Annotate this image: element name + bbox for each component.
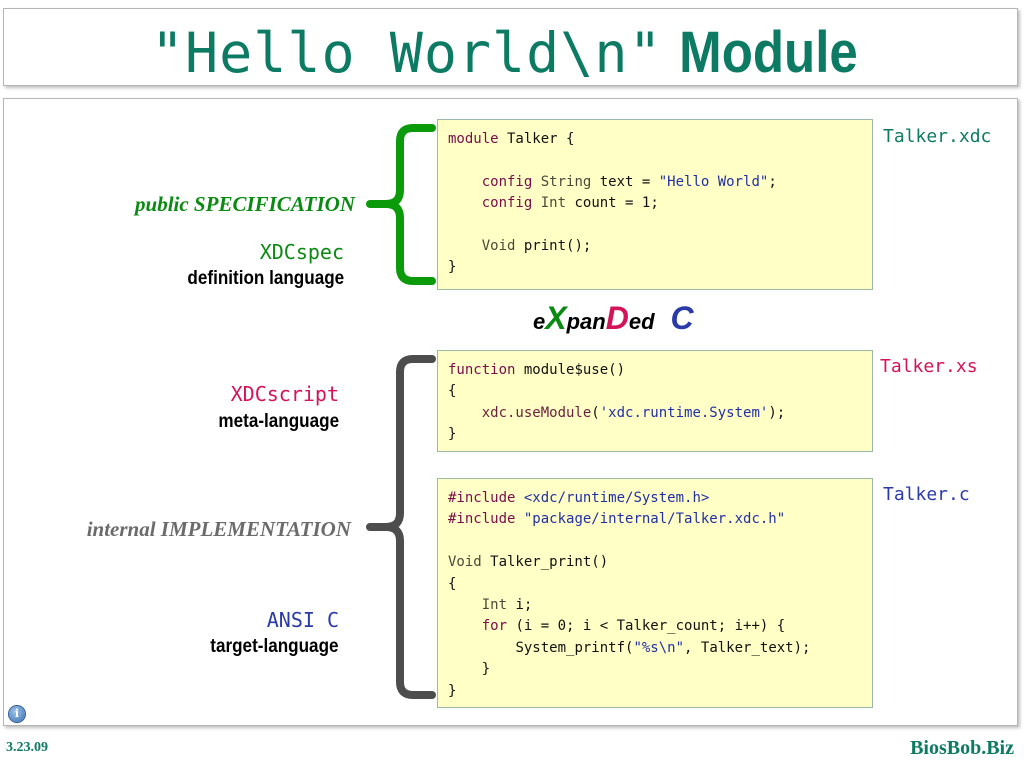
code-token: String xyxy=(540,173,592,190)
code-token: } xyxy=(448,682,457,699)
code-token: print(); xyxy=(515,238,592,255)
talker-xs-code: function module$use() { xdc.useModule('x… xyxy=(437,350,873,452)
code-token: Talker_print() xyxy=(481,554,609,571)
code-token: { xyxy=(448,575,457,592)
green-curly-bracket xyxy=(366,124,436,285)
code-token: i; xyxy=(507,597,533,614)
talker-c-code: #include <xdc/runtime/System.h> #include… xyxy=(437,478,873,708)
expanded-part: D xyxy=(605,300,629,336)
expanded-part: pan xyxy=(566,309,606,334)
code-token: for xyxy=(481,618,508,635)
file-label-xdc: Talker.xdc xyxy=(883,126,992,147)
title-panel: "Hello World\n" Module xyxy=(3,8,1018,86)
code-token: Talker { xyxy=(498,131,575,147)
code-token: Void xyxy=(481,238,516,255)
expanded-part: ed xyxy=(628,309,655,334)
code-token: module xyxy=(448,131,499,147)
code-token: "Hello World" xyxy=(658,173,769,190)
ansi-c-label: ANSI C xyxy=(266,608,339,632)
talker-xdc-code: module Talker { config String text = "He… xyxy=(437,119,873,290)
public-spec-label: public SPECIFICATION xyxy=(135,192,355,216)
footer-site: BiosBob.Biz xyxy=(910,737,1014,759)
xdcscript-label: XDCscript xyxy=(230,382,339,406)
code-token: text = xyxy=(591,173,659,190)
expanded-part: X xyxy=(545,300,567,336)
expanded-part: C xyxy=(670,300,694,336)
ansi-c-desc: target-language xyxy=(210,636,339,657)
slide-title: "Hello World\n" Module xyxy=(4,19,1017,86)
code-token: module$use() xyxy=(515,362,626,378)
file-label-xs: Talker.xs xyxy=(880,356,978,377)
code-token: config xyxy=(481,195,533,212)
code-token: "%s\n" xyxy=(633,639,685,656)
code-token: } xyxy=(448,259,457,276)
code-token: xdc.useModule xyxy=(481,404,592,421)
code-token: count = 1; xyxy=(566,195,659,212)
code-token: System_printf( xyxy=(515,639,634,656)
code-token: config xyxy=(481,173,533,190)
code-token: { xyxy=(448,383,457,400)
code-token: #include xyxy=(448,490,516,506)
file-label-c: Talker.c xyxy=(883,484,970,505)
xdcspec-label: XDCspec xyxy=(259,240,344,264)
code-token: "package/internal/Talker.xdc.h" xyxy=(523,511,786,528)
expanded-c-label: eXpanDed C xyxy=(533,300,694,337)
title-code-text: "Hello World\n" xyxy=(150,21,663,85)
title-module-word: Module xyxy=(679,20,858,85)
footer-date: 3.23.09 xyxy=(6,740,48,755)
code-token: Void xyxy=(448,554,482,571)
xdcspec-desc: definition language xyxy=(187,268,344,289)
code-token: Int xyxy=(540,195,567,212)
code-token: } xyxy=(448,426,457,443)
code-token: 'xdc.runtime.System' xyxy=(599,404,769,421)
code-token: ( xyxy=(591,404,600,421)
code-token: ); xyxy=(768,404,786,421)
gray-curly-bracket xyxy=(366,355,436,699)
code-token: ; xyxy=(768,173,777,190)
internal-impl-label: internal IMPLEMENTATION xyxy=(86,517,351,541)
info-icon[interactable]: i xyxy=(9,706,25,722)
xdcscript-desc: meta-language xyxy=(218,411,339,432)
code-token: } xyxy=(481,661,491,678)
code-token: <xdc/runtime/System.h> xyxy=(523,490,710,506)
expanded-part: e xyxy=(533,309,546,334)
code-token: Int xyxy=(481,597,508,614)
code-token: , Talker_text); xyxy=(684,639,811,656)
code-token: #include xyxy=(448,511,516,528)
code-token: function xyxy=(448,362,516,378)
code-token: (i = 0; i < Talker_count; i++) { xyxy=(507,618,786,635)
